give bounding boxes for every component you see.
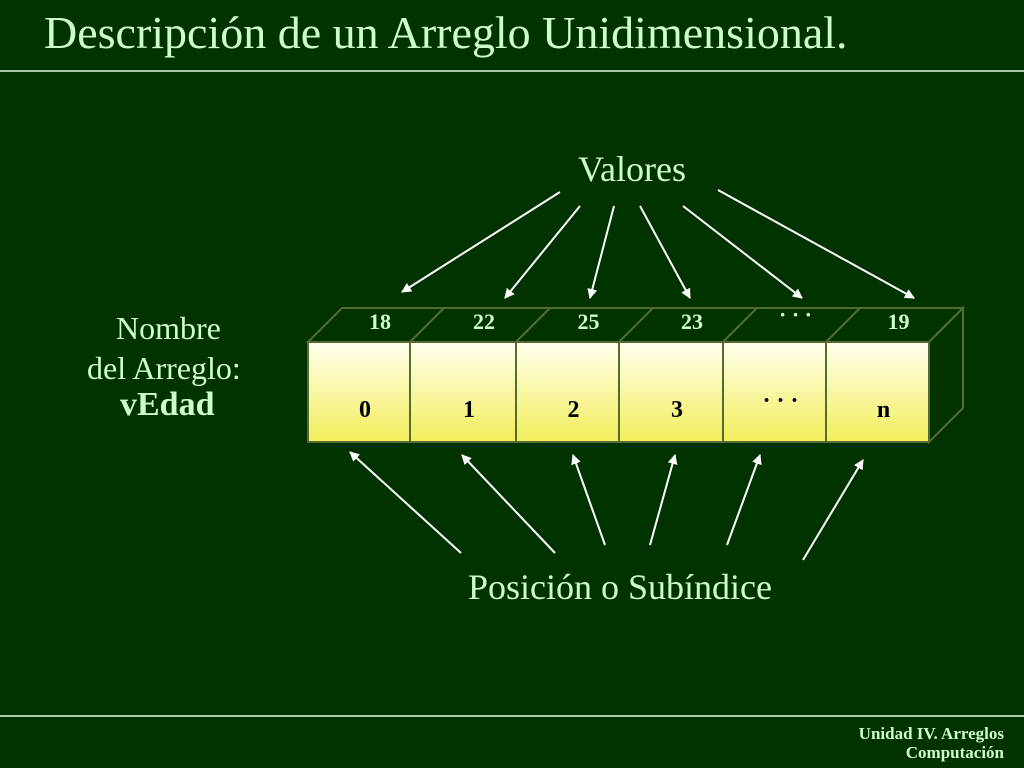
footer-divider — [0, 715, 1024, 717]
cell-index: 2 — [568, 397, 580, 423]
cell-value: · · · — [779, 302, 812, 327]
cell-index: n — [877, 397, 890, 423]
pointer-arrow — [682, 205, 803, 299]
array-name-caption-line1: Nombre — [116, 310, 221, 346]
pointer-arrow — [587, 205, 615, 299]
pointer-arrow — [726, 454, 762, 546]
cell-index: · · · — [762, 388, 798, 414]
footer-unit: Unidad IV. Arreglos — [858, 724, 1004, 743]
array-cell — [515, 341, 620, 443]
pointer-arrow — [649, 454, 678, 546]
title-divider — [0, 70, 1024, 72]
footer: Unidad IV. Arreglos Computación — [859, 724, 1004, 762]
array-name-caption-line2: del Arreglo: — [87, 350, 241, 386]
cell-index: 0 — [359, 397, 371, 423]
array-name: vEdad — [120, 386, 215, 423]
page-title: Descripción de un Arreglo Unidimensional… — [44, 7, 848, 58]
cell-value: 25 — [578, 309, 600, 334]
array-cell — [409, 341, 517, 443]
array-cell — [722, 341, 827, 443]
position-label: Posición o Subíndice — [468, 567, 772, 607]
cell-value: 18 — [369, 309, 391, 334]
cell-value: 22 — [473, 309, 495, 334]
pointer-arrow — [401, 191, 561, 293]
cell-value: 23 — [681, 309, 703, 334]
arrows — [349, 189, 915, 561]
pointer-arrow — [504, 205, 581, 299]
pointer-arrow — [717, 189, 915, 299]
pointer-arrow — [571, 454, 606, 546]
pointer-arrow — [349, 451, 462, 554]
cell-value: 19 — [888, 309, 910, 334]
cell-index: 1 — [463, 397, 475, 423]
pointer-arrow — [639, 205, 691, 299]
pointer-arrow — [802, 459, 864, 561]
values-label: Valores — [578, 149, 686, 189]
array-cell — [307, 341, 411, 443]
array-cell — [618, 341, 724, 443]
footer-course: Computación — [905, 743, 1004, 762]
cell-index: 3 — [671, 397, 683, 423]
pointer-arrow — [461, 454, 556, 554]
array-cell — [825, 341, 930, 443]
